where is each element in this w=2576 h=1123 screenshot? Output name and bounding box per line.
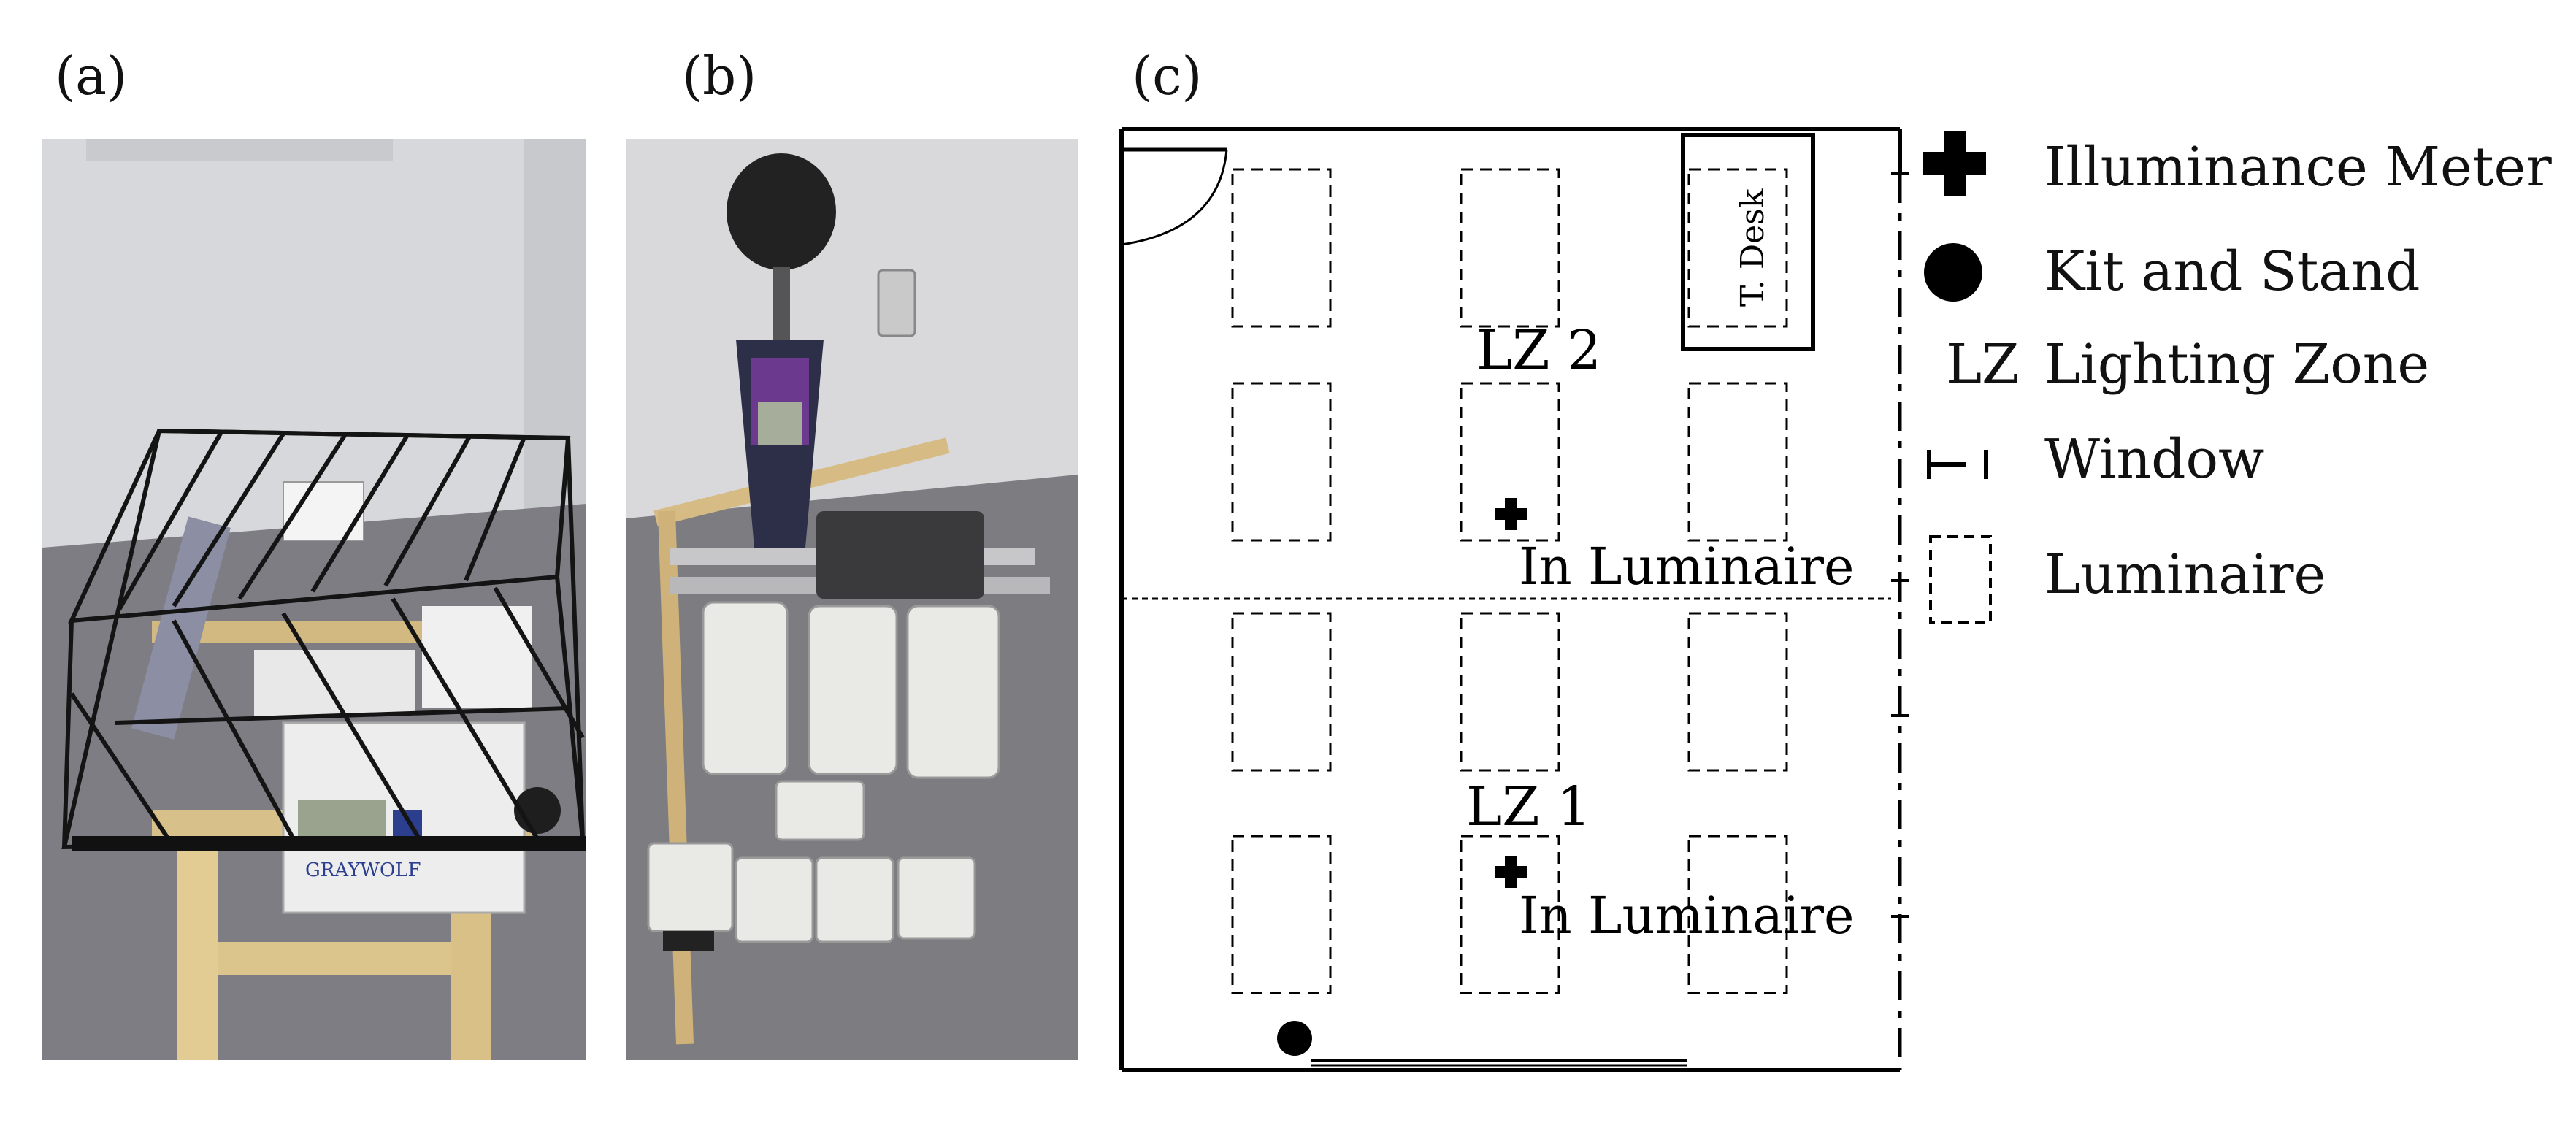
luminaire [1687, 382, 1788, 542]
desk-label: T. Desk [1734, 188, 1771, 307]
dashed-rectangle-icon [1929, 535, 1992, 624]
in-luminaire-label-bottom: In Luminaire [1519, 886, 1854, 946]
luminaire [1460, 835, 1560, 994]
luminaire [1231, 612, 1332, 772]
illuminance-meter-icon-zone1 [1495, 856, 1527, 888]
photo-sensor-layout-drawing [626, 139, 1078, 1060]
filled-circle-icon [1924, 243, 1982, 302]
legend-symbols [1923, 131, 1992, 624]
in-luminaire-label-top: In Luminaire [1519, 537, 1854, 597]
luminaire [1460, 612, 1560, 772]
zone2-label: LZ 2 [1476, 319, 1601, 382]
plus-icon [1923, 131, 1986, 196]
luminaire [1231, 835, 1332, 994]
kit-stand-icon [1277, 1021, 1312, 1056]
window-line-icon [1927, 450, 1988, 479]
photo-instrument-cage: GRAYWOLF [42, 139, 586, 1060]
luminaire [1231, 168, 1332, 328]
legend-label-luminaire: Luminaire [2044, 543, 2326, 606]
floor-plan: T. Desk LZ 2 LZ 1 In Luminaire In Lumina… [1119, 127, 1909, 1072]
panel-label-b: (b) [682, 45, 757, 107]
luminaire [1460, 382, 1560, 542]
luminaire [1231, 382, 1332, 542]
luminaire [1687, 835, 1788, 994]
teacher-desk [1681, 133, 1815, 351]
luminaire [1460, 168, 1560, 328]
photo-instrument-cage-drawing: GRAYWOLF [42, 139, 586, 1060]
panel-label-c: (c) [1132, 45, 1203, 107]
luminaire [1687, 168, 1788, 328]
panel-label-a: (a) [55, 45, 128, 107]
illuminance-meter-icon-zone2 [1495, 498, 1527, 530]
photo-brand-text: GRAYWOLF [305, 859, 421, 881]
legend-label-window: Window [2044, 428, 2265, 491]
zone1-label: LZ 1 [1466, 775, 1591, 838]
legend-lz-symbol: LZ [1946, 333, 2020, 396]
photo-sensor-layout [626, 139, 1078, 1060]
luminaire [1687, 612, 1788, 772]
legend-label-kit-and-stand: Kit and Stand [2044, 240, 2420, 303]
door-swing [1121, 149, 1228, 246]
legend-label-illuminance-meter: Illuminance Meter [2044, 136, 2552, 199]
legend-label-lighting-zone: Lighting Zone [2044, 333, 2430, 396]
